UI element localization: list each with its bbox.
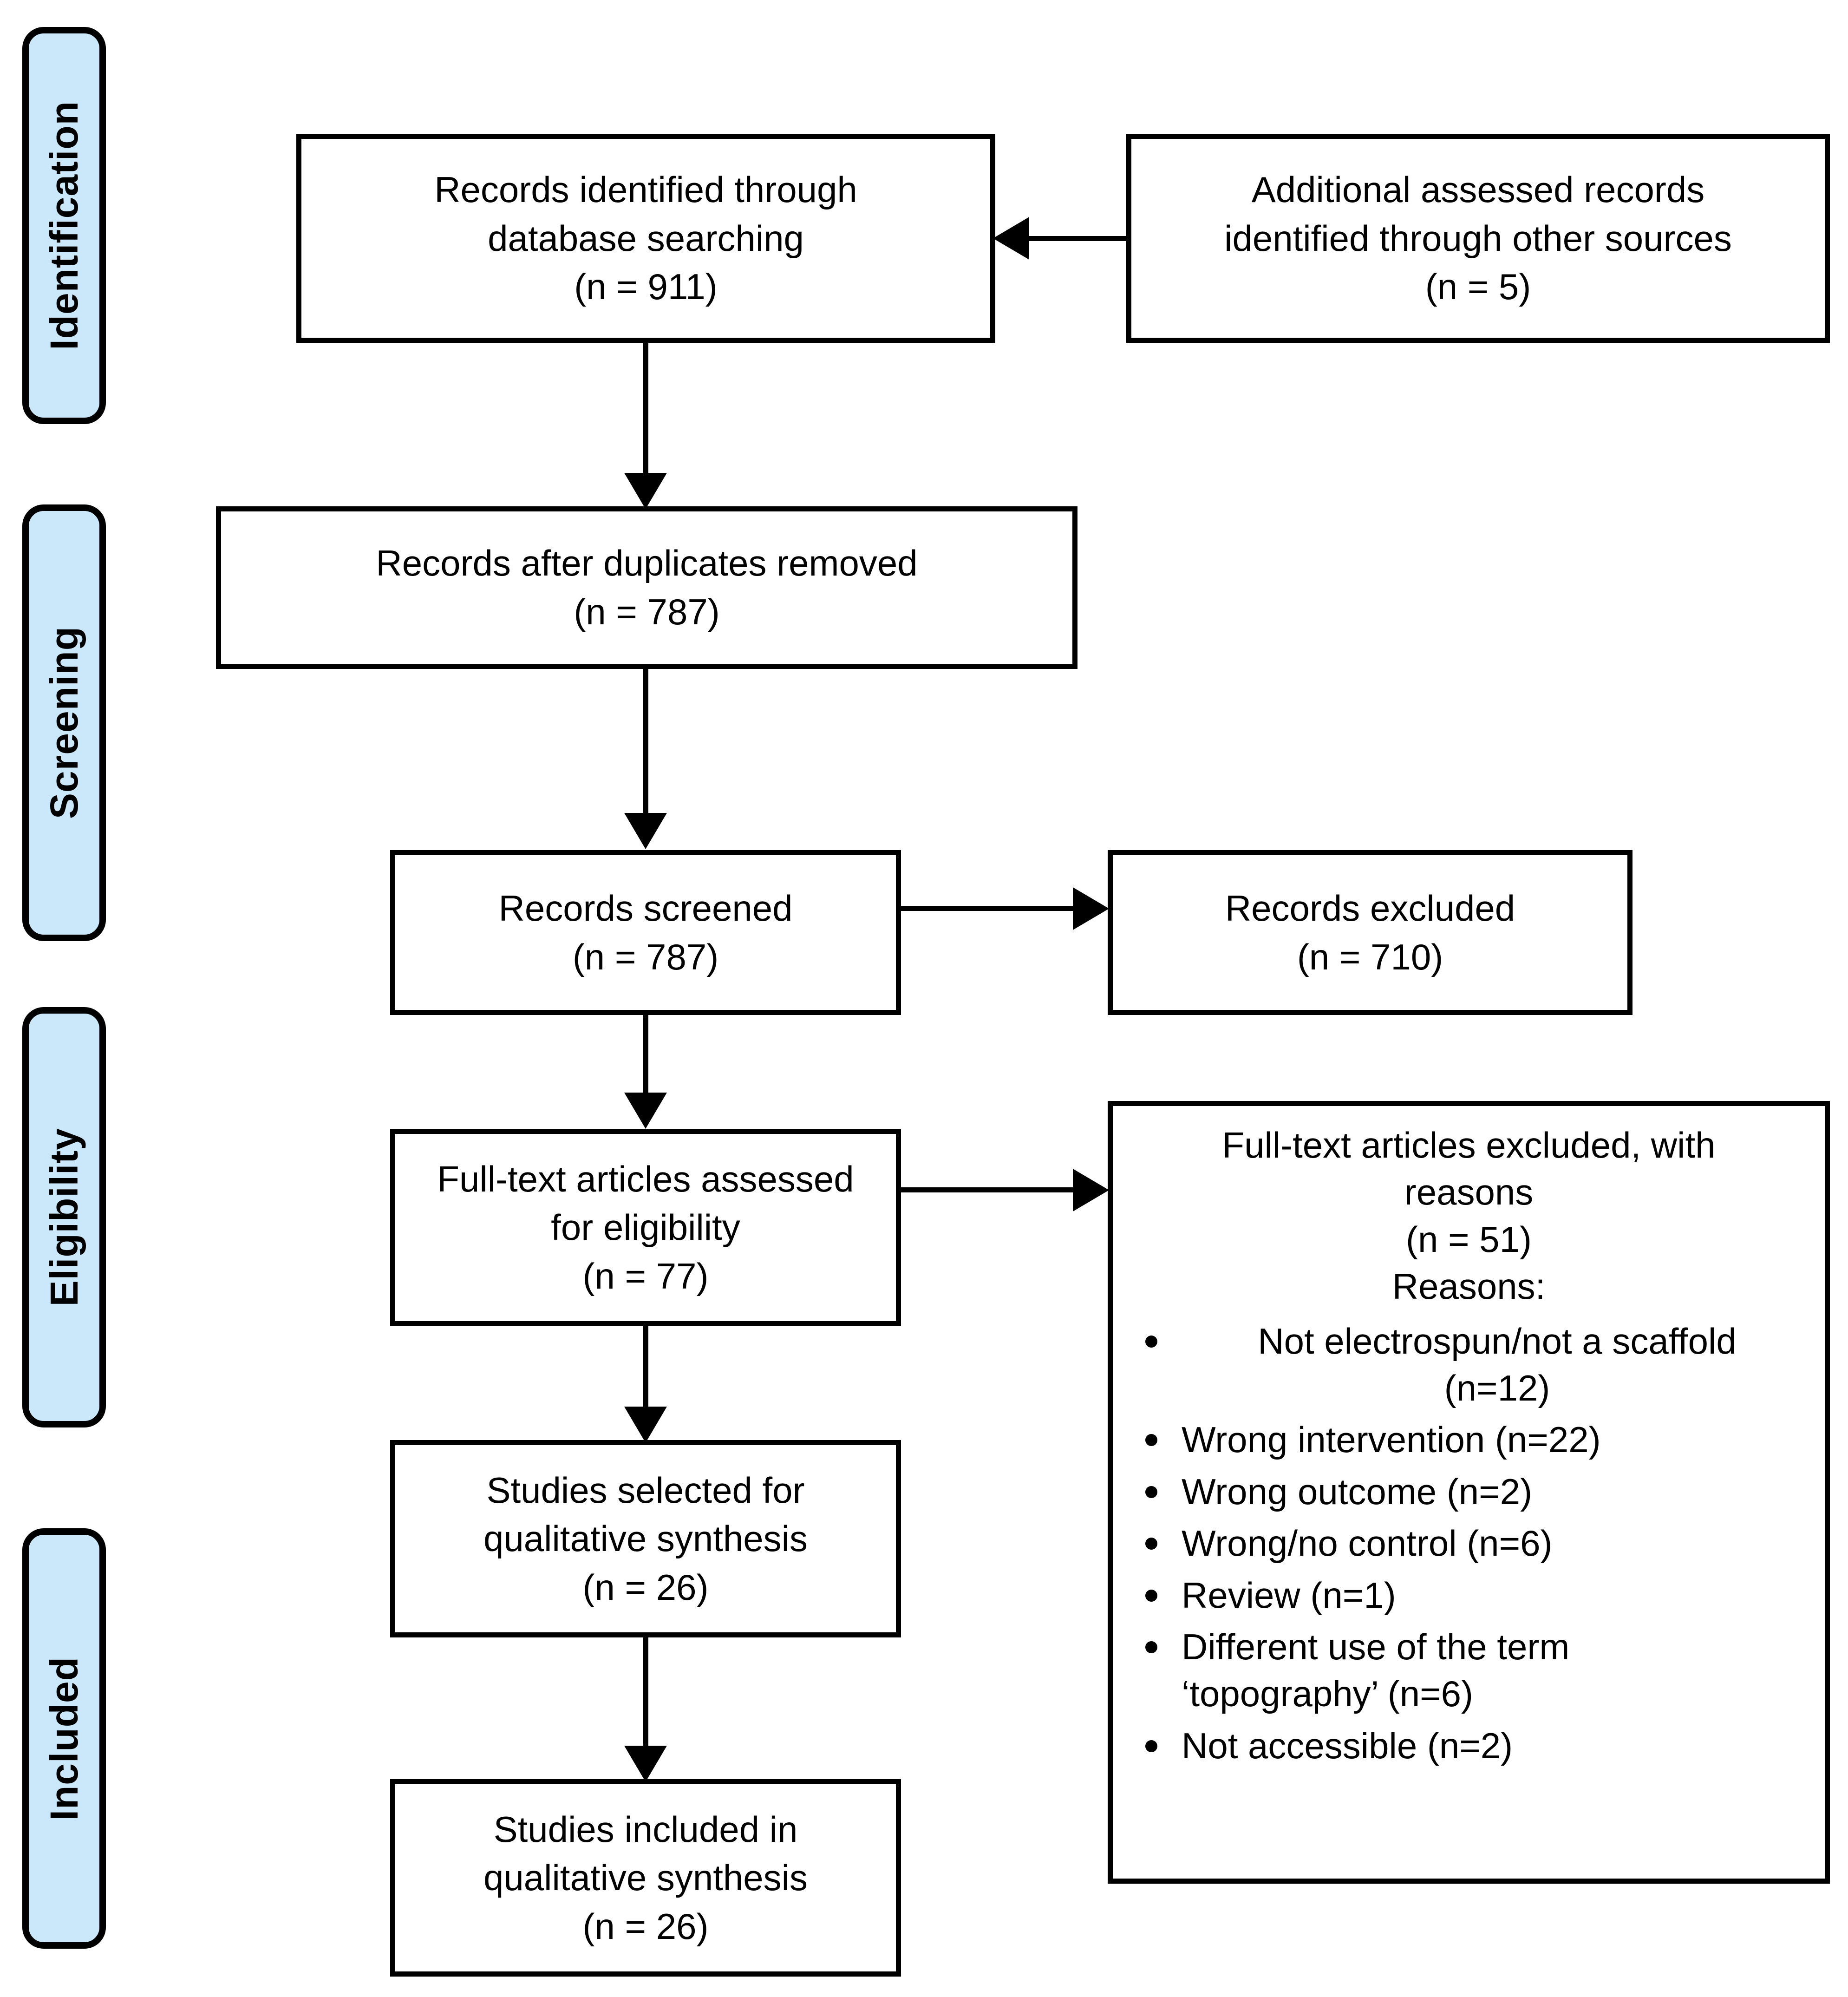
arrowhead-duplicates-to-screened [624,813,667,849]
stage-pill-included: Included [22,1528,106,1949]
fulltext-assessed-count: (n = 77) [582,1255,709,1296]
studies-included-count: (n = 26) [582,1905,709,1947]
reason-text: Wrong outcome (n=2) [1182,1471,1533,1512]
bullet-icon [1145,1335,1157,1348]
reason-item: Wrong intervention (n=22) [1137,1416,1813,1463]
studies-selected-line2: qualitative synthesis [483,1518,808,1559]
fulltext-excluded-reasons-label: Reasons: [1392,1266,1546,1307]
records-screened-count: (n = 787) [572,936,719,977]
reason-text: Wrong/no control (n=6) [1182,1523,1553,1564]
connector-duplicates-to-screened [643,669,648,818]
additional-records-count: (n = 5) [1425,266,1531,308]
fulltext-excluded-line2: reasons [1404,1172,1534,1213]
bullet-icon [1145,1641,1157,1653]
reason-text: Review (n=1) [1182,1574,1396,1616]
fulltext-excluded-header: Full-text articles excluded, with reason… [1125,1122,1813,1310]
stage-label-identification: Identification [42,101,86,350]
arrowhead-additional-to-identified [993,217,1029,260]
reason-item: Wrong/no control (n=6) [1137,1520,1813,1567]
box-duplicates-removed: Records after duplicates removed (n = 78… [216,506,1077,669]
box-records-identified: Records identified through database sear… [296,134,995,343]
reason-item: Wrong outcome (n=2) [1137,1468,1813,1515]
reason-item: Not accessible (n=2) [1137,1722,1813,1769]
bullet-icon [1145,1538,1157,1550]
studies-included-line2: qualitative synthesis [483,1857,808,1899]
connector-selected-to-included [643,1637,648,1751]
box-records-excluded: Records excluded (n = 710) [1108,850,1633,1015]
stage-label-screening: Screening [42,626,86,819]
additional-records-line1: Additional assessed records [1251,169,1705,210]
stage-pill-identification: Identification [22,27,106,424]
reason-item: Different use of the term ‘topography’ (… [1137,1624,1813,1718]
stage-pill-screening: Screening [22,504,106,941]
box-records-screened: Records screened (n = 787) [390,850,901,1015]
arrowhead-identified-to-duplicates [624,473,667,509]
reason-text: Not accessible (n=2) [1182,1725,1513,1766]
bullet-icon [1145,1740,1157,1752]
arrowhead-screened-to-excluded [1073,887,1109,930]
stage-pill-eligibility: Eligibility [22,1007,106,1427]
connector-identified-to-duplicates [643,343,648,478]
box-studies-selected: Studies selected for qualitative synthes… [390,1440,901,1637]
records-excluded-count: (n = 710) [1297,936,1443,977]
box-studies-included: Studies included in qualitative synthesi… [390,1779,901,1977]
fulltext-excluded-count: (n = 51) [1406,1218,1532,1260]
connector-fulltext-to-excluded [900,1187,1074,1192]
connector-additional-to-identified [1027,236,1129,241]
records-identified-count: (n = 911) [574,266,718,308]
records-screened-line1: Records screened [498,887,793,929]
box-fulltext-assessed: Full-text articles assessed for eligibil… [390,1129,901,1326]
connector-screened-to-excluded [900,906,1074,911]
studies-selected-count: (n = 26) [582,1566,709,1608]
bullet-icon [1145,1486,1157,1498]
box-fulltext-excluded-reasons: Full-text articles excluded, with reason… [1108,1101,1830,1884]
duplicates-removed-count: (n = 787) [574,591,720,632]
additional-records-line2: identified through other sources [1224,217,1732,259]
fulltext-assessed-line2: for eligibility [551,1207,740,1248]
exclusion-reasons-list: Not electrospun/not a scaffold (n=12) Wr… [1125,1313,1813,1774]
box-additional-records: Additional assessed records identified t… [1126,134,1830,343]
studies-selected-line1: Studies selected for [486,1469,805,1511]
reason-text: Not electrospun/not a scaffold [1258,1320,1737,1362]
reason-item: Review (n=1) [1137,1572,1813,1619]
arrowhead-selected-to-included [624,1746,667,1782]
records-excluded-line1: Records excluded [1225,887,1515,929]
stage-label-included: Included [42,1656,86,1821]
reason-text-line2: ‘topography’ (n=6) [1182,1673,1473,1715]
records-identified-line2: database searching [488,217,804,259]
arrowhead-fulltext-to-excluded [1073,1169,1109,1211]
connector-screened-to-fulltext [643,1015,648,1099]
stage-label-eligibility: Eligibility [42,1128,86,1307]
reason-text: Different use of the term [1182,1626,1570,1667]
bullet-icon [1145,1434,1157,1447]
reason-item: Not electrospun/not a scaffold (n=12) [1137,1318,1813,1412]
fulltext-excluded-line1: Full-text articles excluded, with [1222,1125,1716,1165]
arrowhead-fulltext-to-selected [624,1407,667,1443]
reason-text-line2: (n=12) [1444,1367,1550,1408]
reason-text: Wrong intervention (n=22) [1182,1419,1601,1460]
duplicates-removed-line1: Records after duplicates removed [376,543,918,584]
fulltext-assessed-line1: Full-text articles assessed [437,1158,854,1199]
studies-included-line1: Studies included in [493,1808,798,1850]
bullet-icon [1145,1589,1157,1602]
records-identified-line1: Records identified through [434,169,857,210]
arrowhead-screened-to-fulltext [624,1093,667,1129]
connector-fulltext-to-selected [643,1326,648,1412]
